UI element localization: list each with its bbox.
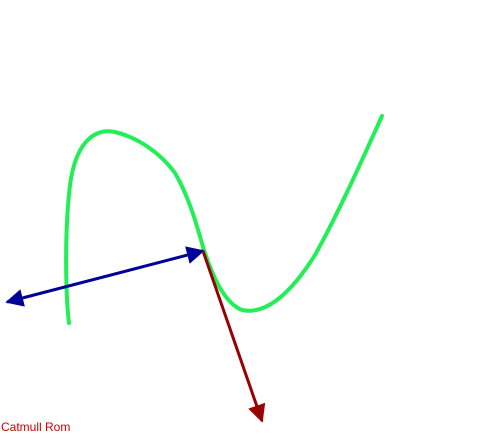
caption-label: Catmull Rom bbox=[1, 420, 71, 434]
catmull-rom-spline-curve bbox=[64, 114, 384, 325]
blue-tangent-arrow bbox=[5, 246, 205, 307]
red-normal-arrow bbox=[201, 250, 266, 423]
